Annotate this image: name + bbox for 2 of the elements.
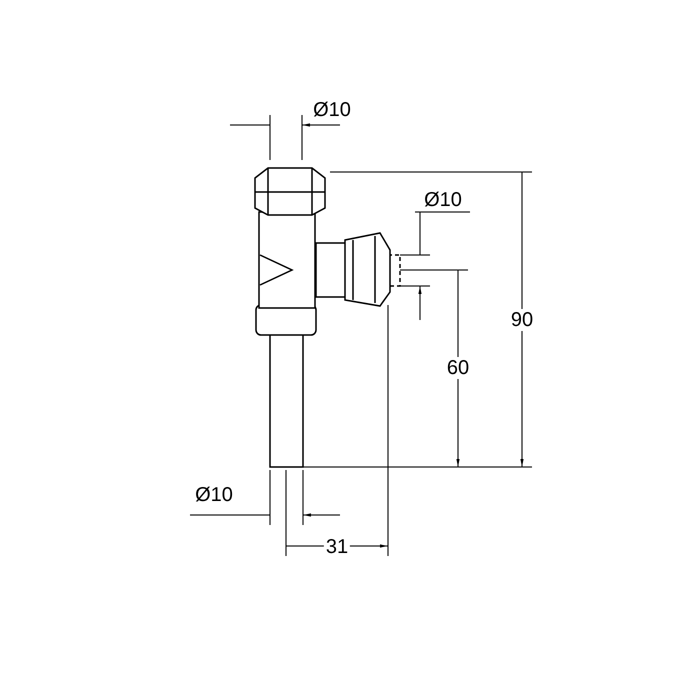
dimension-label: 90	[508, 309, 536, 331]
dimension-label: 60	[444, 357, 472, 379]
